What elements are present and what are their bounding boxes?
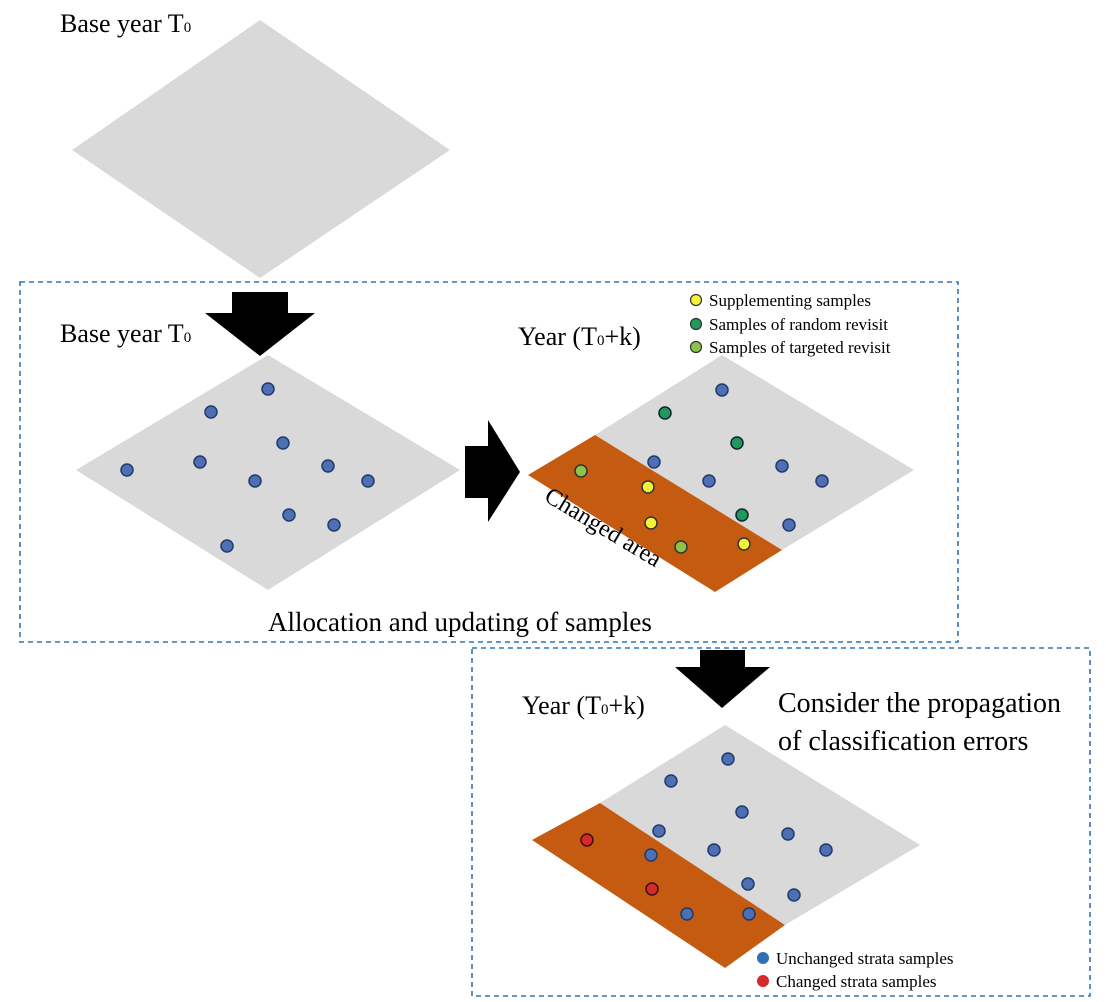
base-sample <box>220 539 234 553</box>
sample-unchanged-strata <box>680 907 694 921</box>
base-sample <box>120 463 134 477</box>
legend-label-targeted: Samples of targeted revisit <box>709 338 891 357</box>
propagation-note-line1: Consider the propagation <box>778 688 1061 719</box>
sample-unchanged <box>775 459 789 473</box>
legend-label-unchanged: Unchanged strata samples <box>776 949 954 968</box>
sample-targeted-revisit <box>674 540 688 554</box>
base-sample <box>327 518 341 532</box>
propagation-legend: Unchanged strata samples Changed strata … <box>757 949 954 991</box>
propagation-changed-area <box>532 803 785 968</box>
base-sample <box>361 474 375 488</box>
sample-supplementing <box>644 516 658 530</box>
propagation-note-line2: of classification errors <box>778 726 1028 757</box>
sample-random-revisit <box>658 406 672 420</box>
propagation-panel-border <box>471 647 1091 997</box>
allocation-legend: Supplementing samples Samples of random … <box>689 291 891 357</box>
updated-plane <box>595 355 914 550</box>
sample-unchanged-strata <box>781 827 795 841</box>
sample-changed-strata <box>580 833 594 847</box>
base-plane-left <box>76 355 460 590</box>
top-title: Base year T0 <box>60 9 191 38</box>
sample-unchanged-strata <box>707 843 721 857</box>
sample-unchanged-strata <box>721 752 735 766</box>
legend-marker-unchanged <box>757 952 769 964</box>
sample-unchanged-strata <box>819 843 833 857</box>
legend-marker-changed <box>757 975 769 987</box>
legend-label-changed: Changed strata samples <box>776 972 937 991</box>
right-arrow <box>465 420 520 522</box>
sample-unchanged <box>815 474 829 488</box>
base-sample <box>204 405 218 419</box>
sample-unchanged <box>647 455 661 469</box>
updated-samples <box>574 383 829 554</box>
legend-label-supplementing: Supplementing samples <box>709 291 871 310</box>
sample-random-revisit <box>730 436 744 450</box>
allocation-caption: Allocation and updating of samples <box>268 607 652 637</box>
legend-label-random: Samples of random revisit <box>709 315 888 334</box>
propagation-plane <box>600 725 920 925</box>
sample-unchanged-strata <box>742 907 756 921</box>
sample-unchanged-strata <box>787 888 801 902</box>
sample-unchanged-strata <box>644 848 658 862</box>
allocation-panel-border <box>19 281 959 643</box>
base-sample <box>248 474 262 488</box>
base-sample <box>276 436 290 450</box>
base-sample <box>193 455 207 469</box>
base-sample <box>321 459 335 473</box>
allocation-right-title: Year (T0+k) <box>518 322 641 351</box>
legend-marker-supplementing <box>689 293 703 307</box>
base-samples <box>120 382 375 553</box>
propagation-title: Year (T0+k) <box>522 691 645 720</box>
sample-targeted-revisit <box>574 464 588 478</box>
allocation-left-title: Base year T0 <box>60 319 191 348</box>
sample-unchanged-strata <box>664 774 678 788</box>
down-arrow-1 <box>205 292 315 356</box>
sample-unchanged-strata <box>735 805 749 819</box>
base-sample <box>261 382 275 396</box>
propagation-samples <box>580 752 833 921</box>
sample-unchanged <box>782 518 796 532</box>
legend-marker-random <box>689 317 703 331</box>
base-sample <box>282 508 296 522</box>
sample-supplementing <box>737 537 751 551</box>
sample-random-revisit <box>735 508 749 522</box>
changed-area <box>528 435 782 592</box>
sample-changed-strata <box>645 882 659 896</box>
down-arrow-2 <box>675 650 770 708</box>
sample-unchanged <box>702 474 716 488</box>
legend-marker-targeted <box>689 340 703 354</box>
sample-unchanged <box>715 383 729 397</box>
sample-unchanged-strata <box>741 877 755 891</box>
sample-supplementing <box>641 480 655 494</box>
base-plane-top <box>72 20 450 278</box>
sample-unchanged-strata <box>652 824 666 838</box>
